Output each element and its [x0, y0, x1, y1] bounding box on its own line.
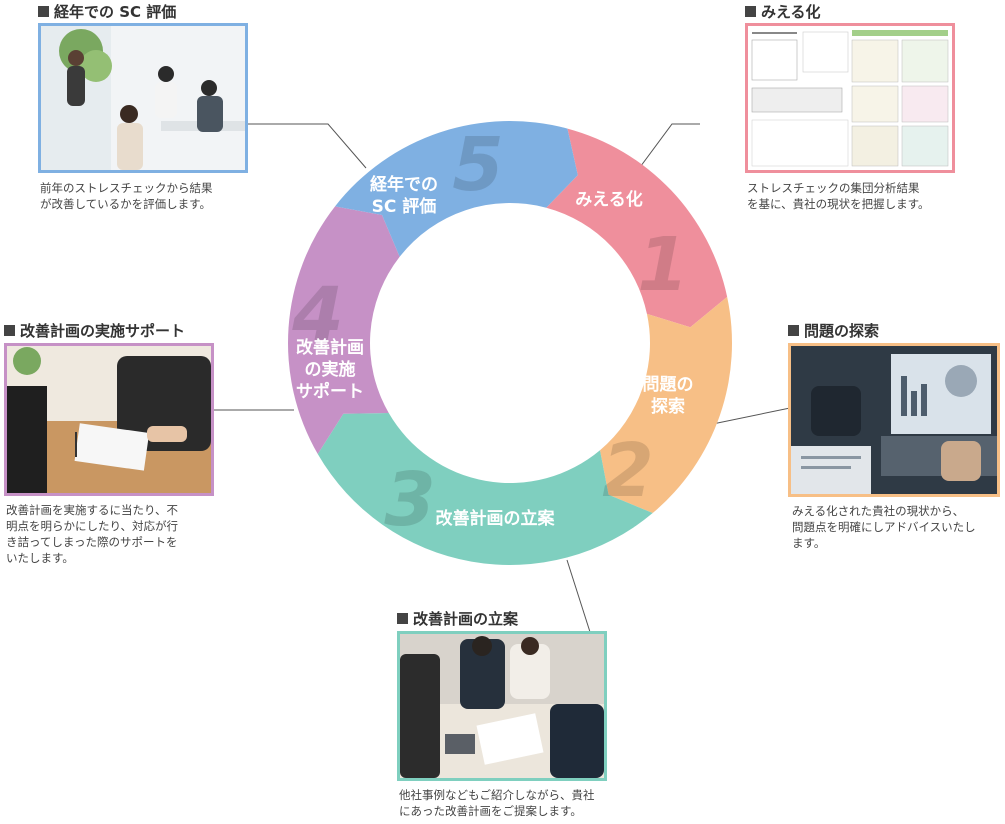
- cycle-label-hyouka: 経年での: [370, 174, 438, 195]
- heading-ritsuan: 改善計画の立案: [397, 610, 518, 628]
- heading-mieruka: みえる化: [745, 3, 821, 21]
- meeting-photo-icon: [41, 26, 245, 170]
- cycle-label-jisshi: サポート: [296, 381, 364, 402]
- square-bullet-icon: [38, 6, 49, 17]
- desc-mondai: みえる化された貴社の現状から、問題点を明確にしアドバイスいたします。: [792, 503, 1002, 551]
- cycle-label-mieruka: みえる化: [575, 189, 643, 210]
- photo-mondai: [788, 343, 1000, 497]
- square-bullet-icon: [397, 613, 408, 624]
- cycle-label-mondai: 問題の: [643, 375, 694, 395]
- step-number-2: 2: [602, 428, 654, 514]
- square-bullet-icon: [788, 325, 799, 336]
- heading-jisshi: 改善計画の実施サポート: [4, 322, 185, 340]
- connector-line: [567, 560, 590, 632]
- cycle-label-mondai: 探索: [651, 396, 685, 417]
- team-discussion-icon: [400, 634, 604, 778]
- consultation-icon: [7, 346, 211, 493]
- photo-ritsuan: [397, 631, 607, 781]
- step-number-3: 3: [384, 457, 436, 543]
- photo-hyouka: [38, 23, 248, 173]
- square-bullet-icon: [4, 325, 15, 336]
- desc-hyouka: 前年のストレスチェックから結果が改善しているかを評価します。: [40, 180, 260, 212]
- photo-mieruka: [745, 23, 955, 173]
- report-document-icon: [748, 26, 952, 170]
- desc-jisshi: 改善計画を実施するに当たり、不明点を明らかにしたり、対応が行き詰ってしまった際の…: [6, 502, 216, 566]
- desc-ritsuan: 他社事例などもご紹介しながら、貴社にあった改善計画をご提案します。: [399, 787, 639, 819]
- cycle-label-jisshi: 改善計画: [296, 337, 364, 358]
- cycle-label-jisshi: の実施: [305, 359, 356, 380]
- heading-hyouka: 経年での SC 評価: [38, 3, 176, 21]
- square-bullet-icon: [745, 6, 756, 17]
- cycle-label-hyouka: SC 評価: [372, 196, 437, 217]
- heading-mondai: 問題の探索: [788, 322, 879, 340]
- connector-line: [246, 124, 366, 168]
- analysis-laptop-icon: [791, 346, 997, 494]
- desc-mieruka: ストレスチェックの集団分析結果を基に、貴社の現状を把握します。: [747, 180, 997, 212]
- step-number-5: 5: [452, 122, 504, 208]
- cycle-label-ritsuan: 改善計画の立案: [436, 508, 556, 529]
- photo-jisshi: [4, 343, 214, 496]
- step-number-1: 1: [637, 222, 689, 308]
